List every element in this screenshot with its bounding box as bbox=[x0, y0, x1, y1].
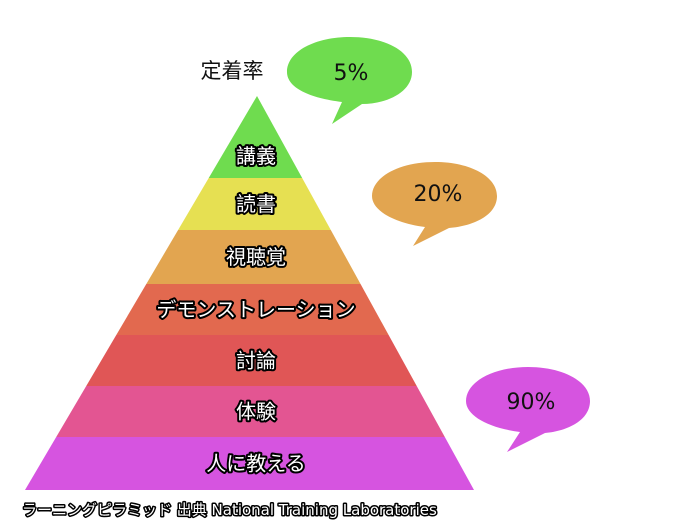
bubble-5-percent-shape bbox=[287, 37, 412, 124]
bubble-20-percent-shape bbox=[372, 162, 497, 246]
bubble-5-percent-text: 5% bbox=[334, 61, 369, 86]
pyramid-layer-label-5: 討論 bbox=[236, 349, 276, 373]
bubble-90-percent-text: 90% bbox=[507, 390, 556, 415]
bubble-20-percent: 20% bbox=[372, 162, 497, 246]
pyramid-layer-7 bbox=[25, 437, 474, 490]
pyramid-layer-label-7: 人に教える bbox=[206, 452, 305, 476]
bubble-5-percent: 5% bbox=[287, 37, 412, 124]
pyramid-layer-label-1: 講義 bbox=[236, 144, 276, 168]
pyramid-layer-label-6: 体験 bbox=[236, 400, 276, 424]
bubble-90-percent: 90% bbox=[466, 367, 590, 452]
pyramid-layer-label-4: デモンストレーション bbox=[156, 298, 355, 322]
pyramid-layer-label-2: 読書 bbox=[236, 192, 276, 216]
pyramid-layer-4 bbox=[116, 284, 389, 335]
pyramid-layer-label-3: 視聴覚 bbox=[226, 245, 286, 269]
bubble-20-percent-text: 20% bbox=[414, 182, 463, 207]
pyramid-layer-1 bbox=[208, 96, 303, 178]
source-caption: ラーニングピラミッド 出典 National Training Laborato… bbox=[22, 501, 437, 519]
pyramid-layer-6 bbox=[56, 386, 445, 437]
pyramid-layer-2 bbox=[178, 178, 331, 230]
pyramid-layers bbox=[25, 96, 474, 490]
pyramid-layer-3 bbox=[146, 230, 361, 284]
retention-rate-title: 定着率 bbox=[201, 59, 264, 83]
pyramid-layer-5 bbox=[86, 335, 417, 386]
bubble-90-percent-shape bbox=[466, 367, 590, 452]
